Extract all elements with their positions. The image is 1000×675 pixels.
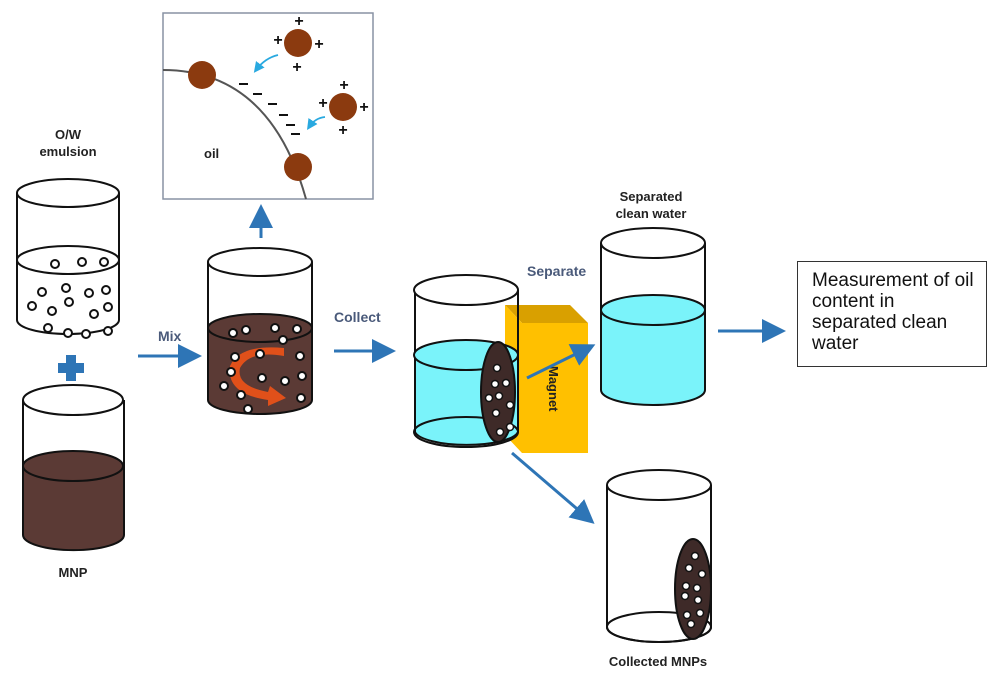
ow-label-2: emulsion — [39, 144, 96, 159]
measurement-box: Measurement of oil content in separated … — [797, 261, 987, 367]
collected-mnp-beaker — [606, 469, 712, 643]
collected-mnps-label: Collected MNPs — [609, 654, 707, 669]
attraction-arrow — [253, 54, 279, 73]
mnp-label: MNP — [59, 565, 88, 580]
oil-droplets — [27, 257, 113, 339]
separate-arrow-water — [526, 344, 596, 380]
mixed-beaker — [207, 247, 313, 415]
svg-text:+: + — [318, 95, 327, 112]
svg-text:+: + — [294, 13, 303, 30]
emulsion-beaker — [16, 178, 120, 339]
magnet-label: Magnet — [546, 366, 561, 412]
clean-water-beaker — [600, 227, 706, 406]
negative-charges — [239, 83, 300, 135]
mnp-beaker — [22, 384, 125, 552]
ow-label-1: O/W — [55, 127, 82, 142]
mnp-particle — [188, 61, 216, 89]
measurement-text: Measurement of oil content in separated … — [812, 270, 974, 354]
mixed-particles — [219, 323, 307, 414]
positive-charges: + + + + + + + + — [273, 13, 368, 139]
separate-arrow-mnp — [511, 451, 595, 524]
oil-label: oil — [204, 146, 219, 161]
svg-text:+: + — [338, 122, 347, 139]
mnp-particle — [284, 29, 312, 57]
interaction-inset: + + + + + + + + oil — [162, 12, 374, 200]
svg-text:+: + — [292, 59, 301, 76]
separated-label-2: clean water — [616, 206, 687, 221]
separation-beaker — [413, 274, 519, 448]
separated-label-1: Separated — [620, 189, 683, 204]
svg-text:+: + — [359, 99, 368, 116]
separate-step-label: Separate — [527, 263, 586, 279]
attraction-arrow — [307, 116, 326, 130]
collect-step-label: Collect — [334, 309, 381, 325]
svg-text:+: + — [339, 77, 348, 94]
mix-step-label: Mix — [158, 328, 182, 344]
mnp-particle — [329, 93, 357, 121]
mnp-particle — [284, 153, 312, 181]
svg-text:+: + — [314, 36, 323, 53]
svg-text:+: + — [273, 32, 282, 49]
plus-icon — [58, 355, 84, 381]
